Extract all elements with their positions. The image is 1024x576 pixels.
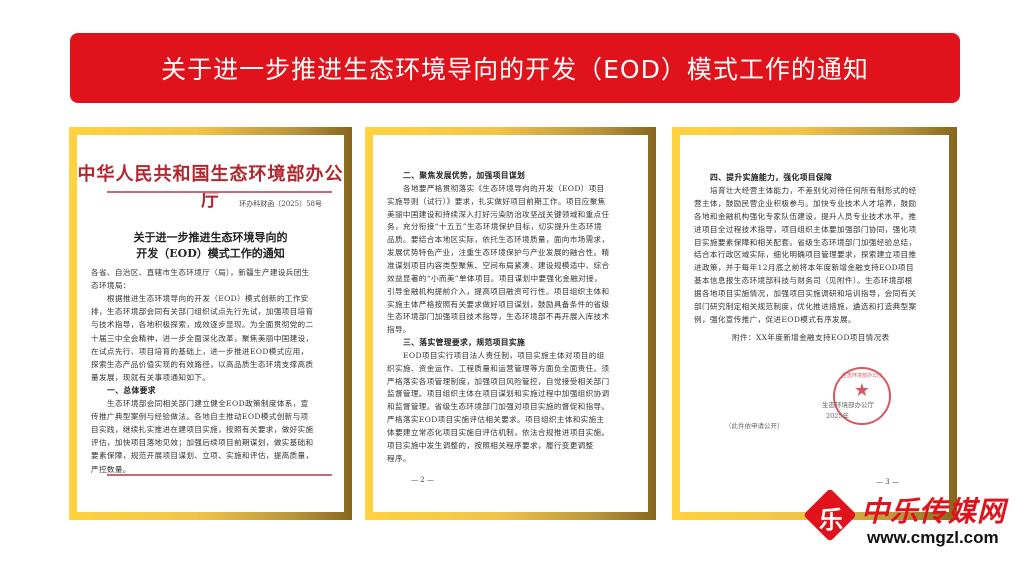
body-text-line: 在试点先行、项目培育的基础上，进一步推进EOD模式应用， [91, 346, 309, 356]
site-watermark-logo: 乐 中乐传媒网 www.cmgzl.com [803, 488, 1020, 558]
body-text-line: 态环境局： [91, 281, 131, 291]
body-text-line: 排，生态环境部会同有关部门组织试点先行先试，加强项目培育 [91, 307, 314, 317]
body-text-line: 和监督管理。省级生态环境部门加强对项目实施的督促和指导。 [387, 402, 610, 412]
signature-date: 2025年 [826, 412, 850, 420]
issuing-organization: 中华人民共和国生态环境部办公厅 [77, 164, 344, 211]
logo-url: www.cmgzl.com [867, 528, 999, 547]
body-text-line: 准谋划项目内容类型聚焦、空间布局紧凑、建设规模适中、综合 [387, 260, 610, 270]
section-heading: 二、聚焦发展优势，加强项目谋划 [403, 171, 526, 180]
body-text-line: 监督管理。项目组织主体在项目谋划和实施过程中加强组织协调 [387, 389, 610, 399]
body-text-line: 传推广典型案例与经验做法。各地自主推动EOD模式创新与项 [91, 412, 309, 422]
document-number: 环办科财函〔2025〕58号 [239, 200, 322, 208]
document-title-line-2: 开发（EOD）模式工作的通知 [136, 247, 285, 260]
signature-org: 生态环境部办公厅 [822, 401, 874, 409]
body-text-line: 根据推进生态环境导向的开发（EOD）模式创新的工作安 [107, 294, 309, 304]
document-page-3: 附件：XX年度新增金融支持EOD项目情况表 生态环境部办公厅 ★ 生态环境部办公… [680, 135, 949, 512]
body-text-line: 实施主体严格按照有关要求做好项目谋划，鼓励具备条件的省级 [387, 299, 610, 309]
title-banner: 关于进一步推进生态环境导向的开发（EOD）模式工作的通知 [70, 33, 960, 103]
body-text-line: 严控数量。 [91, 464, 131, 474]
header-divider [107, 191, 332, 193]
body-text-line: 例，强化宣传推广，促进EOD模式有序发展。 [694, 314, 856, 324]
star-icon: ★ [853, 380, 871, 401]
body-text-line: 基本信息报生态环境部科技与财务司（见附件）。生态环境部根 [694, 276, 913, 286]
body-text-line: 生态环境部会同相关部门建立健全EOD政策制度体系，宣 [107, 399, 309, 408]
body-text-line: 与技术指导，各地积极探索，成效逐步显现。为全面贯彻党的二 [91, 320, 314, 330]
document-page-2-frame: — 2 — 二、聚焦发展优势，加强项目谋划各地要严格贯彻落实《生态环境导向的开发… [365, 127, 656, 520]
section-heading: 四、提升实施能力，强化项目保障 [710, 173, 833, 182]
body-text-line: 生态环境部门加强项目技术指导，生态环境部不再开展入库技术 [387, 312, 610, 322]
body-text-line: 各地要严格贯彻落实《生态环境导向的开发（EOD）项目 [403, 183, 605, 193]
document-page-1: 中华人民共和国生态环境部办公厅 环办科财函〔2025〕58号 关于进一步推进生态… [77, 135, 344, 512]
official-seal: 生态环境部办公厅 ★ [833, 367, 891, 425]
body-text-line: 程序。 [387, 453, 411, 463]
body-text-line: 目实践，继续扎实推进在建项目实施，按照有关要求，做好实施 [91, 425, 314, 435]
body-text-line: 各地和金融机构强化专家队伍建设，提升人员专业技术水平。推 [694, 211, 917, 221]
body-text-line: 培育壮大经营主体能力，不差别化对待任何所有制形式的经 [710, 185, 917, 195]
body-text-line: 品质。要结合本地区实际，依托生态环境质量，面向市场需求， [387, 235, 610, 245]
document-page-3-frame: 附件：XX年度新增金融支持EOD项目情况表 生态环境部办公厅 ★ 生态环境部办公… [672, 127, 957, 520]
body-text-line: 目实施要素保障和相关配套。省级生态环境部门加强经验总结， [694, 237, 917, 247]
body-text-line: 部门研究制定相关规范制度，优化推进措施，遴选和打造典型案 [694, 302, 917, 311]
body-text-line: 各省、自治区、直辖市生态环境厅（局），新疆生产建设兵团生 [91, 268, 310, 277]
banner-title: 关于进一步推进生态环境导向的开发（EOD）模式工作的通知 [161, 55, 869, 84]
body-text-line: 探索生态产品价值实现的有效路径，以高品质生态环境支撑高质 [91, 359, 314, 369]
body-text-line: 量发展，现就有关事项通知如下。 [91, 372, 211, 382]
body-text-line: 进政策，并于每年12月底之前将本年度新增金融支持EOD项目 [694, 263, 914, 273]
body-text-line: 体要建立常态化项目实施自评估机制，依法合规推进项目实施。 [387, 428, 610, 437]
logo-name: 中乐传媒网 [861, 495, 1007, 528]
body-text-line: 严格落实EOD项目实施评估相关要求。项目组织主体和实施主 [387, 415, 605, 425]
page-number: — 3 — [876, 478, 899, 486]
body-text-line: 引导金融机构提前介入，提高项目融资可行性。项目组织主体和 [387, 286, 610, 296]
section-heading: 三、落实管理要求，规范项目实施 [403, 338, 526, 348]
body-text-line: 发展优势特色产业，注重生态环境保护与产业发展的融合性。精 [387, 248, 610, 258]
body-text-line: 进项目全过程技术指导，项目组织主体要加强部门协同，强化项 [694, 224, 917, 234]
attachment-note: 附件：XX年度新增金融支持EOD项目情况表 [732, 333, 890, 342]
body-text-line: 据各地项目实施情况，加强项目实施调研和培训指导，会同有关 [694, 289, 917, 299]
body-text-line: 效益显著的“小而美”单体项目。项目谋划中要强化金融对接， [387, 273, 602, 283]
body-text-line: 严格落实各项管理制度，加强项目风险管控，自觉接受相关部门 [387, 376, 610, 386]
disclosure-note: （此件依申请公开） [725, 422, 784, 430]
document-page-1-frame: 中华人民共和国生态环境部办公厅 环办科财函〔2025〕58号 关于进一步推进生态… [69, 127, 352, 520]
body-text-line: 指导。 [387, 325, 411, 335]
body-text-line: 实施导则（试行）》要求，扎实做好项目前期工作。项目应聚焦 [387, 196, 606, 206]
document-page-2: — 2 — 二、聚焦发展优势，加强项目谋划各地要严格贯彻落实《生态环境导向的开发… [373, 135, 648, 512]
body-text-line: 十届三中全会精神，进一步全面深化改革，聚焦美丽中国建设， [91, 333, 314, 343]
body-text-line: EOD项目实行项目法人责任制，项目实施主体对项目的组 [403, 350, 605, 360]
body-text-line: 要素保障，规范开展项目谋划、立项、实施和评估，提高质量， [91, 451, 314, 461]
body-text-line: 评估，加快项目落地见效；加强后续项目前期谋划，做实基础和 [91, 438, 314, 448]
footer-divider [107, 474, 332, 476]
body-text-line: 织实施、资金运作、工程质量和运营管理等方面负全面责任。须 [387, 363, 610, 373]
body-text-line: 结合本行政区域实际，细化明确项目管理要求，探索建立项目推 [694, 250, 917, 260]
body-text-line: 项目实施中发生调整的，按照相关程序要求，履行变更调整 [387, 440, 594, 450]
body-text-line: 务，充分衔接“十五五”生态环境保护目标，切实提升生态环境 [387, 222, 602, 232]
page-number: — 2 — [411, 476, 434, 484]
body-text-line: 美丽中国建设和持续深入打好污染防治攻坚战关键领域和重点任 [387, 209, 610, 219]
section-heading: 一、总体要求 [107, 385, 156, 395]
document-title-line-1: 关于进一步推进生态环境导向的 [133, 231, 288, 244]
seal-text: 生态环境部办公厅 [841, 373, 882, 379]
logo-mark: 乐 [819, 505, 843, 534]
body-text-line: 营主体，鼓励民营企业积极参与。加快专业技术人才培养，鼓励 [694, 198, 917, 208]
